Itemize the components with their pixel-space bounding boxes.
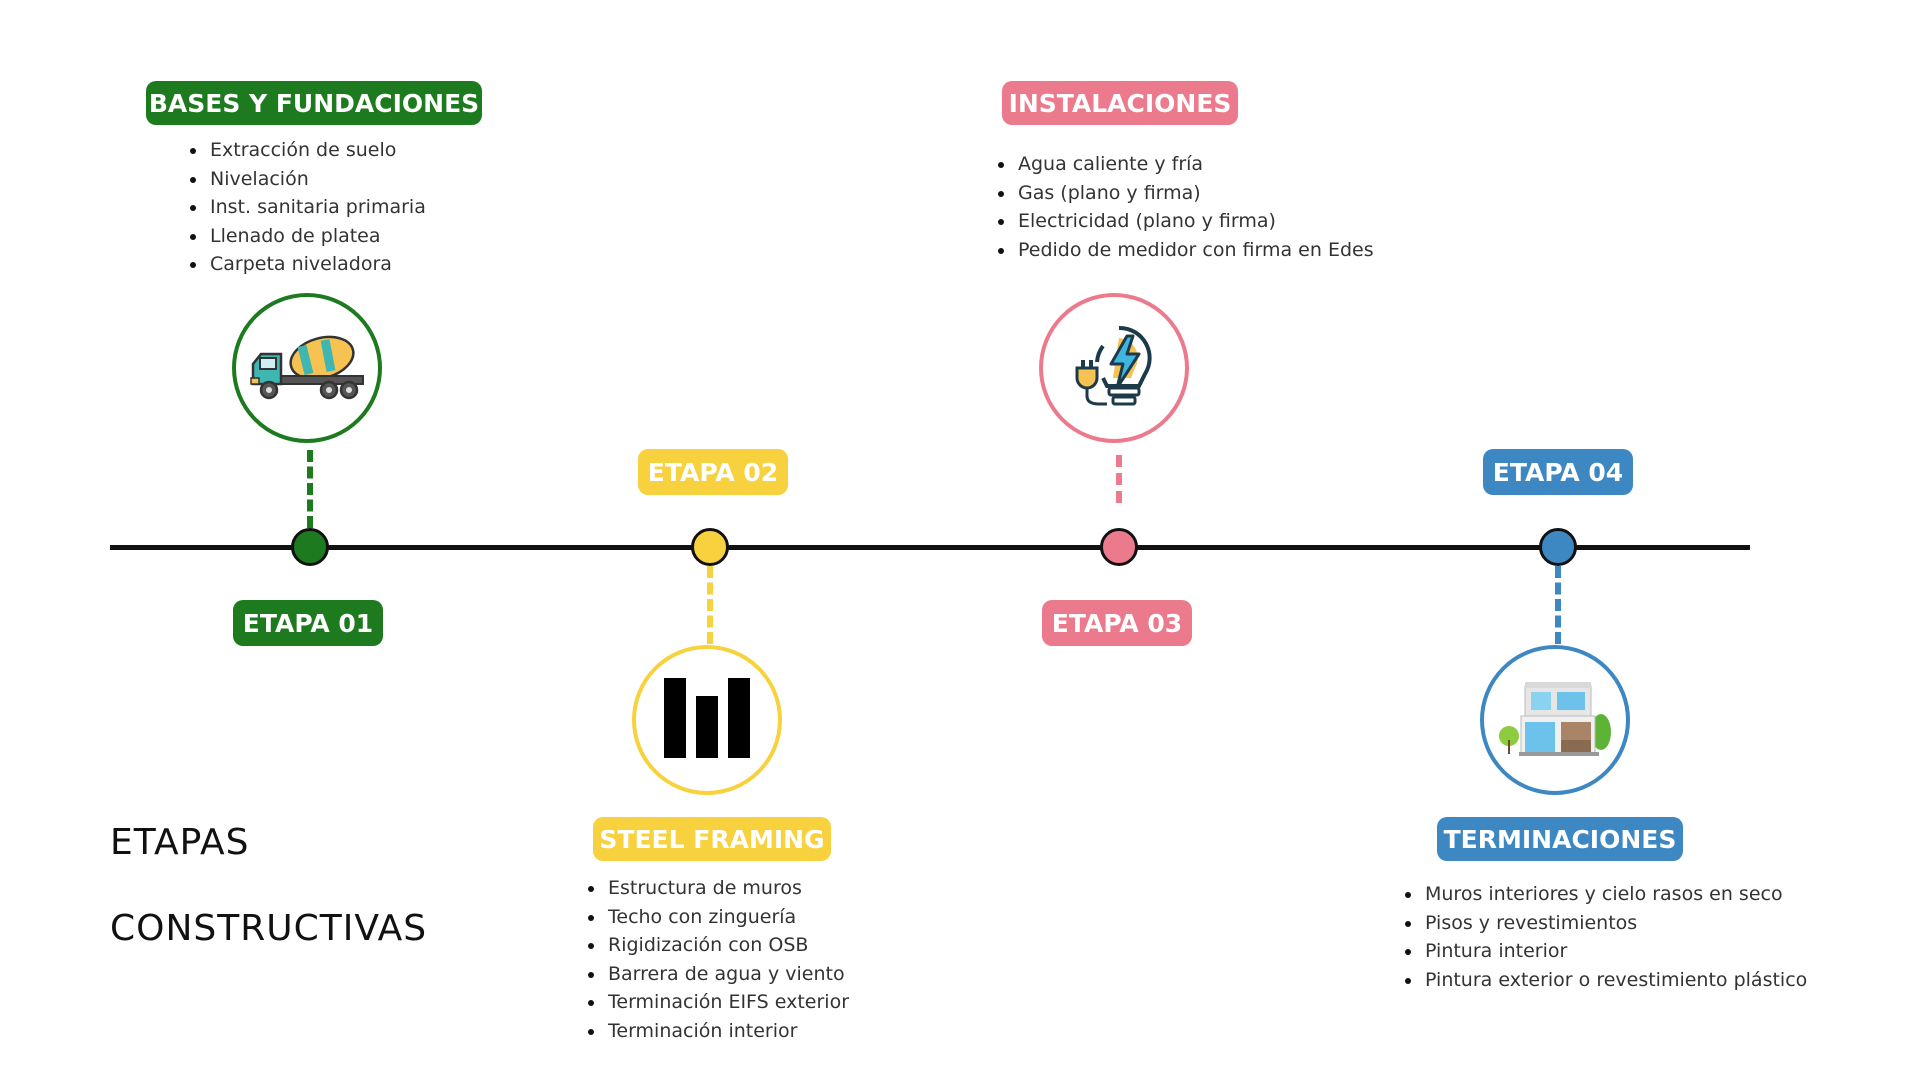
concrete-mixer-truck-icon — [247, 326, 367, 410]
etapa-04-label: ETAPA 04 — [1483, 449, 1633, 495]
list-item: Pintura interior — [1423, 937, 1807, 966]
stage-items-steel-framing: Estructura de muros Techo con zinguería … — [582, 874, 849, 1045]
connector-etapa-03 — [1116, 455, 1122, 503]
timeline-dot-etapa-02 — [691, 528, 729, 566]
list-item: Extracción de suelo — [208, 136, 426, 165]
stage-items-bases: Extracción de suelo Nivelación Inst. san… — [184, 136, 426, 279]
list-item: Carpeta niveladora — [208, 250, 426, 279]
list-item: Terminación EIFS exterior — [606, 988, 849, 1017]
list-item: Rigidización con OSB — [606, 931, 849, 960]
list-item: Agua caliente y fría — [1016, 150, 1374, 179]
timeline-line — [110, 545, 1750, 550]
steel-frame-bars-icon — [662, 676, 752, 765]
list-item: Pisos y revestimientos — [1423, 909, 1807, 938]
timeline-dot-etapa-03 — [1100, 528, 1138, 566]
stage-heading-steel-framing: STEEL FRAMING — [593, 817, 831, 861]
list-item: Nivelación — [208, 165, 426, 194]
plug-lightbulb-icon — [1059, 316, 1169, 420]
modern-house-icon — [1495, 678, 1615, 762]
stage-heading-bases: BASES Y FUNDACIONES — [146, 81, 482, 125]
list-item: Pintura exterior o revestimiento plástic… — [1423, 966, 1807, 995]
stage-heading-terminaciones: TERMINACIONES — [1437, 817, 1683, 861]
stage-items-terminaciones: Muros interiores y cielo rasos en seco P… — [1399, 880, 1807, 994]
list-item: Estructura de muros — [606, 874, 849, 903]
etapa-03-label: ETAPA 03 — [1042, 600, 1192, 646]
page-title-line-2: CONSTRUCTIVAS — [110, 908, 428, 949]
stage-icon-circle-instalaciones — [1039, 293, 1189, 443]
connector-etapa-01 — [307, 450, 313, 528]
list-item: Inst. sanitaria primaria — [208, 193, 426, 222]
list-item: Terminación interior — [606, 1017, 849, 1046]
list-item: Techo con zinguería — [606, 903, 849, 932]
timeline-dot-etapa-04 — [1539, 528, 1577, 566]
stage-heading-instalaciones: INSTALACIONES — [1002, 81, 1238, 125]
list-item: Llenado de platea — [208, 222, 426, 251]
list-item: Muros interiores y cielo rasos en seco — [1423, 880, 1807, 909]
stage-icon-circle-terminaciones — [1480, 645, 1630, 795]
stage-icon-circle-steel-framing — [632, 645, 782, 795]
list-item: Barrera de agua y viento — [606, 960, 849, 989]
list-item: Gas (plano y firma) — [1016, 179, 1374, 208]
connector-etapa-04 — [1555, 566, 1561, 644]
list-item: Electricidad (plano y firma) — [1016, 207, 1374, 236]
page-title-line-1: ETAPAS — [110, 822, 250, 863]
connector-etapa-02 — [707, 566, 713, 644]
stage-items-instalaciones: Agua caliente y fría Gas (plano y firma)… — [992, 150, 1374, 264]
list-item: Pedido de medidor con firma en Edes — [1016, 236, 1374, 265]
timeline-dot-etapa-01 — [291, 528, 329, 566]
etapa-01-label: ETAPA 01 — [233, 600, 383, 646]
etapa-02-label: ETAPA 02 — [638, 449, 788, 495]
stage-icon-circle-bases — [232, 293, 382, 443]
